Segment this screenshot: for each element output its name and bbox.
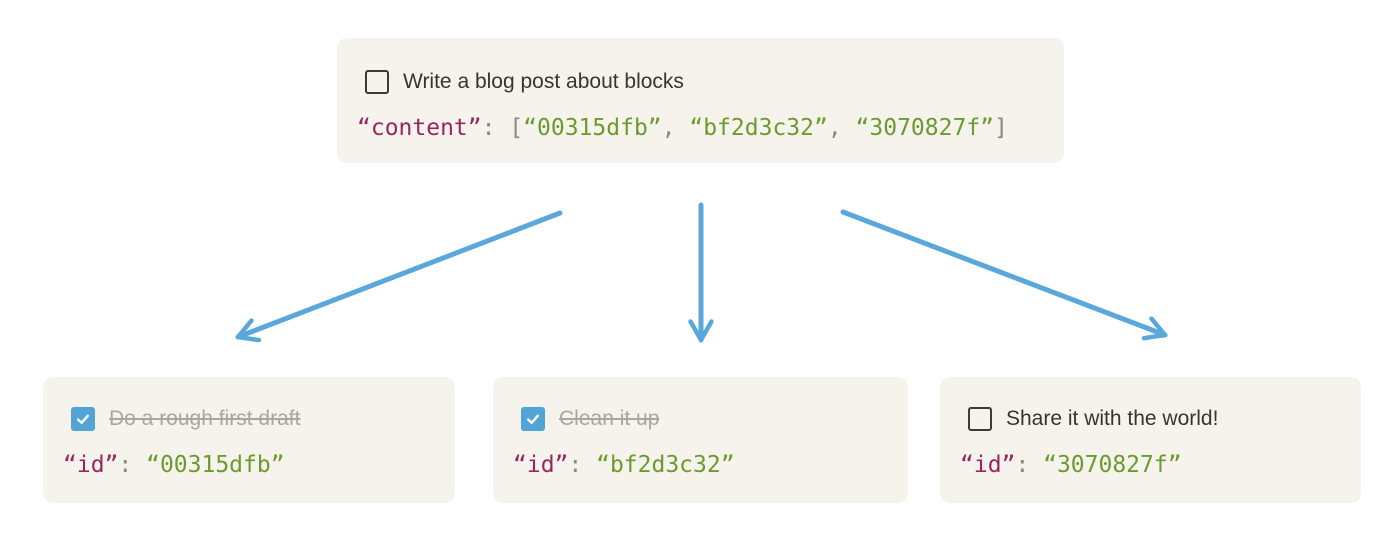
code-punct: : [1015,452,1044,478]
code-punct: , [827,115,856,141]
child-block-card-2: Clean it up “id”: “bf2d3c32” [493,377,908,503]
code-string: “bf2d3c32” [689,115,828,141]
parent-todo-row: Write a blog post about blocks [357,70,1040,94]
code-string: “3070827f” [855,115,995,141]
child-block-card-1: Do a rough first draft “id”: “00315dfb” [43,377,455,503]
code-punct: ] [994,115,1008,141]
arrows-layer [235,202,1168,343]
parent-todo-label: Write a blog post about blocks [403,70,684,93]
code-key: “id” [63,452,119,478]
arrow-to-child-3 [840,209,1168,335]
code-punct: : [ [481,115,524,141]
code-punct: : [568,452,597,478]
child-todo-row: Clean it up [513,407,884,431]
code-string: “00315dfb” [146,452,285,478]
child-3-todo-label: Share it with the world! [1006,407,1219,430]
code-punct: , [661,115,690,141]
child-1-todo-label: Do a rough first draft [109,407,301,430]
code-key: “id” [513,452,569,478]
child-todo-row: Share it with the world! [960,407,1337,431]
parent-todo-checkbox[interactable] [365,70,389,94]
child-3-todo-checkbox[interactable] [968,407,992,431]
parent-block-card: Write a blog post about blocks “content”… [337,38,1064,163]
code-string: “00315dfb” [523,115,662,141]
checkmark-icon [527,414,540,425]
child-3-code-line: “id”: “3070827f” [960,452,1337,478]
child-block-card-3: Share it with the world! “id”: “3070827f… [940,377,1361,503]
code-string: “3070827f” [1043,452,1182,478]
checkmark-icon [77,414,90,425]
code-string: “bf2d3c32” [596,452,735,478]
code-key: “id” [960,452,1016,478]
code-key: “content” [357,115,482,141]
arrow-to-child-1 [235,210,563,337]
child-1-code-line: “id”: “00315dfb” [63,452,431,478]
child-2-code-line: “id”: “bf2d3c32” [513,452,884,478]
child-2-todo-label: Clean it up [559,407,660,430]
code-punct: : [118,452,147,478]
child-1-todo-checkbox[interactable] [71,407,95,431]
child-todo-row: Do a rough first draft [63,407,431,431]
parent-code-line: “content”: [“00315dfb”, “bf2d3c32”, “307… [357,115,1040,141]
child-2-todo-checkbox[interactable] [521,407,545,431]
